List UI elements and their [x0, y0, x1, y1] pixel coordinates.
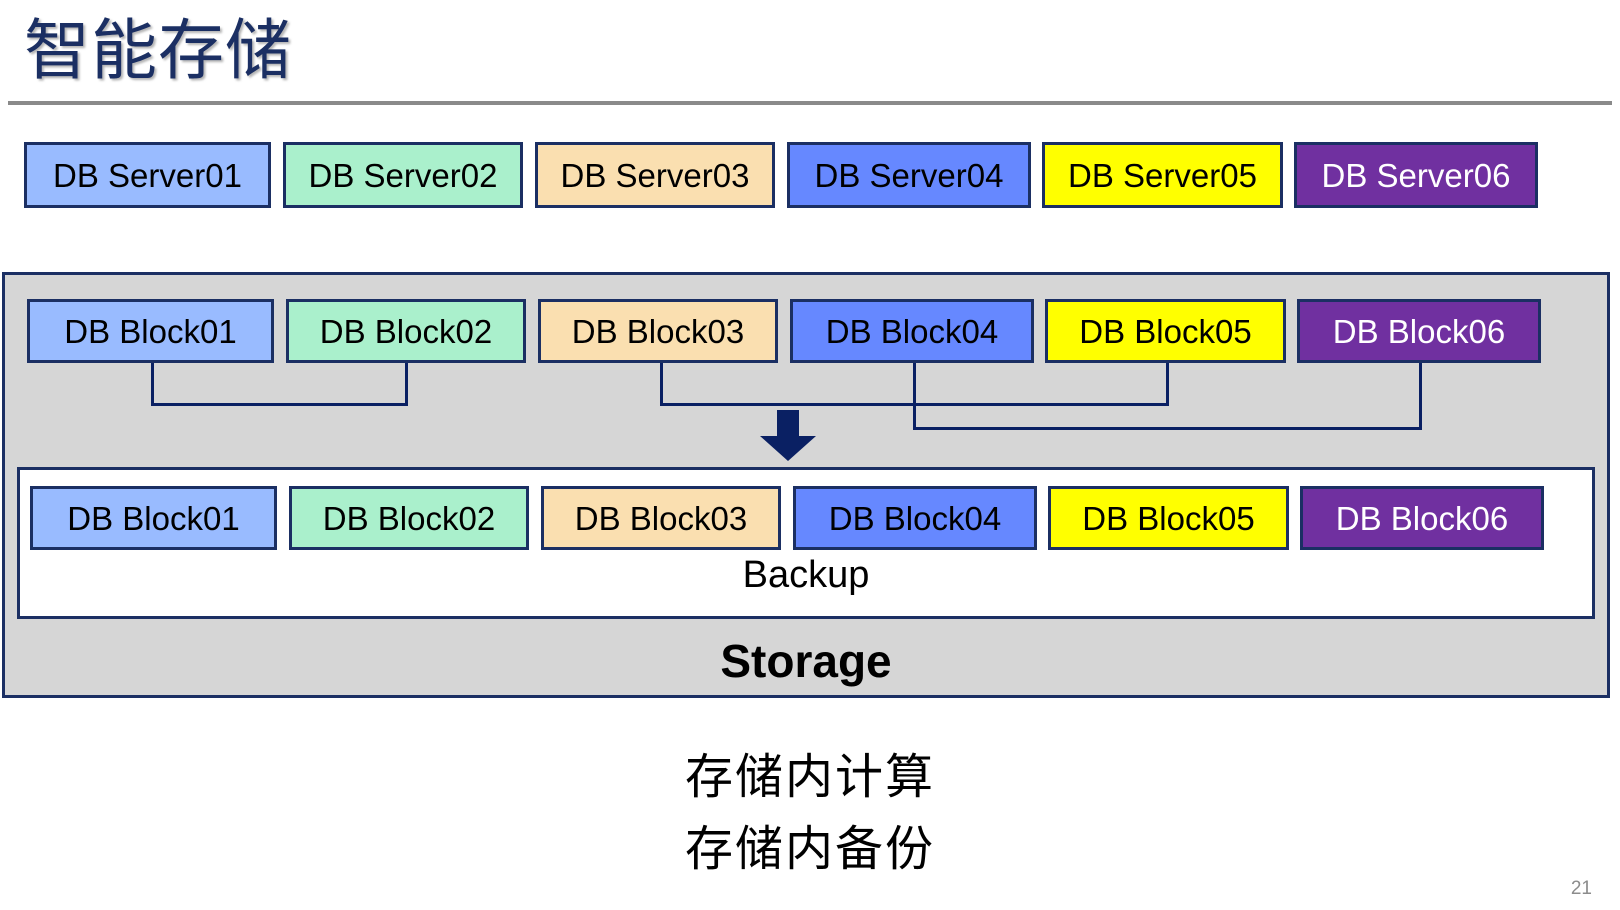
- db-block-backup-label: DB Block06: [1335, 499, 1509, 537]
- db-block-backup-label: DB Block04: [828, 499, 1002, 537]
- db-block-backup-label: DB Block01: [67, 499, 240, 537]
- db-server-box-label: DB Server02: [308, 156, 498, 194]
- storage-label: Storage: [720, 635, 892, 687]
- connector-block04-to-block06-right: [1419, 363, 1422, 427]
- db-server-box-label: DB Server05: [1068, 156, 1257, 194]
- db-block-primary-label: DB Block01: [64, 312, 237, 350]
- db-block-primary-label: DB Block05: [1079, 312, 1252, 350]
- connector-block03-to-block05-left: [660, 363, 663, 403]
- db-server-box-1: DB Server01: [24, 142, 271, 208]
- connector-block01-to-block02-left: [151, 363, 154, 403]
- db-block-backup-4: DB Block04: [793, 486, 1037, 550]
- db-server-box-6: DB Server06: [1294, 142, 1538, 208]
- caption-line-2: 存储内备份: [684, 823, 935, 876]
- backup-flow-arrow-icon: [760, 410, 816, 461]
- db-block-backup-label: DB Block05: [1082, 499, 1255, 537]
- connector-block04-to-block06-bottom: [913, 427, 1422, 430]
- backup-panel: Backup DB Block01 DB Block02 DB Block03 DB …: [17, 467, 1595, 619]
- title-divider: [8, 101, 1612, 105]
- db-server-box-2: DB Server02: [283, 142, 523, 208]
- connector-block01-to-block02-bottom: [151, 403, 408, 406]
- db-block-primary-1: DB Block01: [27, 299, 274, 363]
- db-block-primary-4: DB Block04: [790, 299, 1034, 363]
- db-block-primary-5: DB Block05: [1045, 299, 1286, 363]
- db-block-backup-2: DB Block02: [289, 486, 529, 550]
- connector-block03-to-block05-right: [1166, 363, 1169, 403]
- db-block-backup-1: DB Block01: [30, 486, 277, 550]
- db-block-backup-3: DB Block03: [541, 486, 781, 550]
- db-block-primary-6: DB Block06: [1297, 299, 1541, 363]
- db-block-backup-label: DB Block02: [322, 499, 496, 537]
- backup-label: Backup: [742, 554, 870, 596]
- db-server-box-label: DB Server06: [1321, 156, 1511, 194]
- db-block-primary-label: DB Block03: [571, 312, 745, 350]
- db-server-box-label: DB Server03: [560, 156, 750, 194]
- db-block-primary-label: DB Block04: [825, 312, 999, 350]
- connector-block01-to-block02-right: [405, 363, 408, 403]
- db-block-backup-6: DB Block06: [1300, 486, 1544, 550]
- db-block-primary-label: DB Block06: [1332, 312, 1506, 350]
- storage-panel: Backup DB Block01 DB Block02 DB Block03 DB …: [2, 272, 1610, 698]
- caption-line-1: 存储内计算: [684, 751, 935, 804]
- db-server-box-4: DB Server04: [787, 142, 1031, 208]
- db-block-backup-5: DB Block05: [1048, 486, 1289, 550]
- db-server-box-label: DB Server04: [814, 156, 1004, 194]
- db-block-primary-label: DB Block02: [319, 312, 493, 350]
- db-server-box-3: DB Server03: [535, 142, 775, 208]
- db-server-box-5: DB Server05: [1042, 142, 1283, 208]
- connector-block04-to-block06-left: [913, 363, 916, 427]
- db-block-primary-2: DB Block02: [286, 299, 526, 363]
- db-block-primary-3: DB Block03: [538, 299, 778, 363]
- page-number: 21: [1570, 878, 1592, 899]
- page-title: 智能存储: [24, 13, 292, 87]
- db-server-box-label: DB Server01: [53, 156, 242, 194]
- caption-block: 存储内计算存储内备份: [0, 742, 1620, 886]
- db-block-backup-label: DB Block03: [574, 499, 748, 537]
